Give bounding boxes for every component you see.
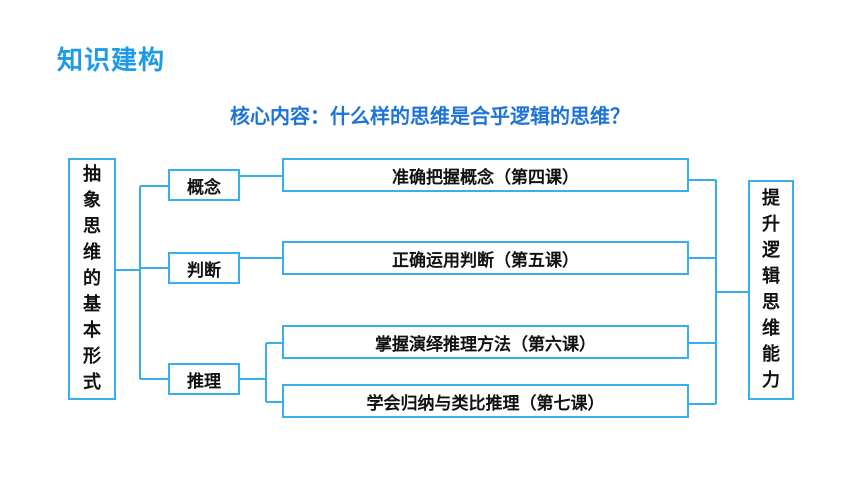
lesson-label: 掌握演绎推理方法（第六课） xyxy=(375,334,596,355)
left-box-char: 思 xyxy=(83,216,101,237)
right-box-char: 升 xyxy=(762,214,780,235)
left-box-char: 象 xyxy=(83,190,101,211)
page-title: 知识建构 xyxy=(57,46,166,76)
page-subtitle: 核心内容：什么样的思维是合乎逻辑的思维？ xyxy=(230,104,630,128)
abstract-thinking-forms-box: 抽 象 思 维 的 基 本 形 式 xyxy=(68,158,116,400)
right-box-char: 提 xyxy=(762,188,780,209)
lesson-box-5: 正确运用判断（第五课） xyxy=(282,241,689,275)
lesson-label: 准确把握概念（第四课） xyxy=(392,167,579,188)
category-label: 概念 xyxy=(187,177,221,198)
category-label: 推理 xyxy=(187,371,221,392)
left-box-char: 的 xyxy=(83,268,101,289)
left-box-char: 基 xyxy=(83,294,101,315)
right-box-char: 思 xyxy=(762,292,780,313)
lesson-box-6: 掌握演绎推理方法（第六课） xyxy=(282,325,689,359)
right-box-char: 逻 xyxy=(762,240,780,261)
category-reasoning-box: 推理 xyxy=(168,363,240,395)
lesson-label: 正确运用判断（第五课） xyxy=(392,250,579,271)
category-judgment-box: 判断 xyxy=(168,252,240,284)
lesson-box-4: 准确把握概念（第四课） xyxy=(282,158,689,192)
lesson-label: 学会归纳与类比推理（第七课） xyxy=(366,393,605,414)
right-box-char: 力 xyxy=(762,370,780,391)
right-box-char: 能 xyxy=(762,344,780,365)
category-label: 判断 xyxy=(187,260,221,281)
category-concept-box: 概念 xyxy=(168,169,240,201)
right-box-char: 维 xyxy=(762,318,780,339)
lesson-box-7: 学会归纳与类比推理（第七课） xyxy=(282,384,689,418)
left-box-char: 本 xyxy=(83,320,101,341)
improve-logical-thinking-box: 提 升 逻 辑 思 维 能 力 xyxy=(748,180,794,400)
left-box-char: 式 xyxy=(83,372,101,393)
right-box-char: 辑 xyxy=(762,266,780,287)
left-box-char: 维 xyxy=(83,242,101,263)
left-box-char: 形 xyxy=(83,346,101,367)
left-box-char: 抽 xyxy=(83,164,101,185)
